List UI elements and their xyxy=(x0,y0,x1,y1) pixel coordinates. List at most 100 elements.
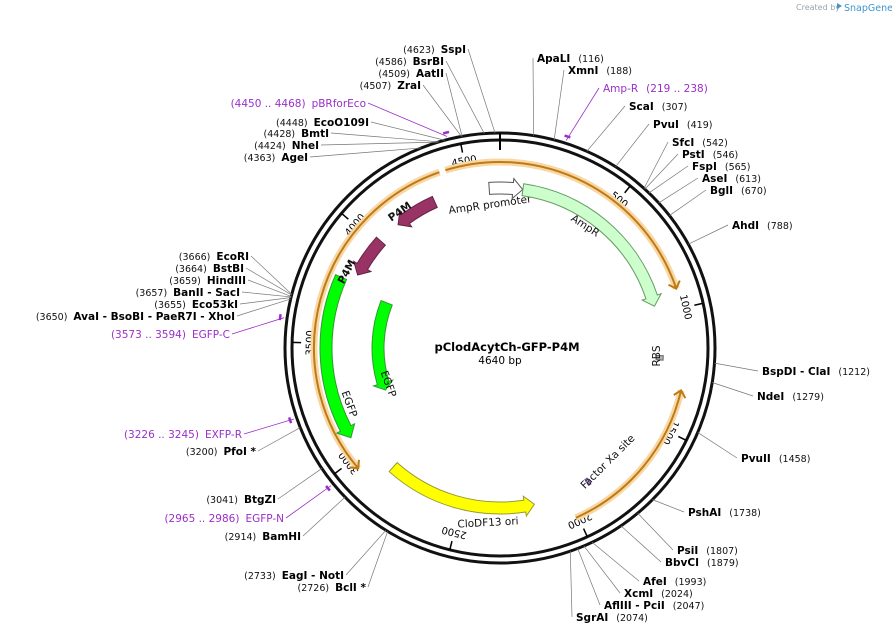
enzyme-name[interactable]: BanII - SacI xyxy=(173,287,240,299)
feature-rbs[interactable] xyxy=(655,354,664,361)
plasmid-length: 4640 bp xyxy=(478,355,522,367)
enzyme-name[interactable]: BclI * xyxy=(335,582,366,594)
enzyme-name[interactable]: ScaI xyxy=(629,101,654,113)
enzyme-position: (116) xyxy=(578,54,604,65)
enzyme-position: (1458) xyxy=(779,454,811,465)
enzyme-name[interactable]: AgeI xyxy=(281,152,308,164)
enzyme-leader-line xyxy=(577,548,601,606)
feature-egfp[interactable] xyxy=(371,299,394,391)
enzyme-name[interactable]: NdeI xyxy=(757,391,784,403)
primer-name[interactable]: EXFP-R xyxy=(205,429,242,441)
tick-mark xyxy=(694,302,704,306)
enzyme-name[interactable]: PvuI xyxy=(653,119,679,131)
enzyme-position: (4448) xyxy=(276,118,308,129)
enzyme-name[interactable]: AhdI xyxy=(732,220,759,232)
enzyme-name[interactable]: BsrBI xyxy=(413,56,444,68)
enzyme-name[interactable]: ZraI xyxy=(397,80,421,92)
primer-mark xyxy=(442,130,450,135)
enzyme-name[interactable]: SspI xyxy=(441,44,466,56)
enzyme-name[interactable]: AfeI xyxy=(643,576,667,588)
enzyme-name[interactable]: SfcI xyxy=(672,137,694,149)
primer-leader-line xyxy=(231,317,285,335)
enzyme-leader-line xyxy=(688,224,729,245)
feature-egfp[interactable] xyxy=(319,273,356,439)
enzyme-leader-line xyxy=(367,531,388,588)
primer-name[interactable]: pBRforEco xyxy=(312,98,366,110)
primer-leader-line xyxy=(285,485,332,519)
enzyme-name[interactable]: BstBI xyxy=(213,263,244,275)
enzyme-name[interactable]: FspI xyxy=(692,161,717,173)
feature-p4m[interactable] xyxy=(397,195,438,228)
enzyme-position: (4509) xyxy=(378,69,410,80)
feature-clodf13-ori[interactable] xyxy=(388,461,536,518)
primer-name[interactable]: EGFP-N xyxy=(245,513,284,525)
enzyme-leader-line xyxy=(330,132,440,143)
enzyme-position: (3659) xyxy=(169,276,201,287)
feature-ampr[interactable] xyxy=(521,183,663,307)
primer-range: (2965 .. 2986) xyxy=(164,513,239,525)
enzyme-position: (188) xyxy=(606,66,632,77)
enzyme-name[interactable]: HindIII xyxy=(207,275,246,287)
enzyme-name[interactable]: XmnI xyxy=(568,65,598,77)
enzyme-leader-line xyxy=(652,499,685,513)
tick-mark xyxy=(677,435,687,442)
enzyme-leader-line xyxy=(370,121,445,141)
enzyme-leader-line xyxy=(320,141,439,146)
enzyme-position: (1993) xyxy=(675,577,707,588)
feature-label: P4M xyxy=(336,258,359,286)
enzyme-name[interactable]: ApaLI xyxy=(537,53,570,65)
feature-label: AmpR promoter xyxy=(448,193,533,217)
enzyme-name[interactable]: EcoRI xyxy=(216,251,249,263)
enzyme-position: (613) xyxy=(735,174,761,185)
primer-range: (3573 .. 3594) xyxy=(111,329,186,341)
tick-mark xyxy=(460,143,464,153)
orf-arcs xyxy=(310,158,687,522)
enzyme-name[interactable]: EagI - NotI xyxy=(282,570,344,582)
enzyme-leader-line xyxy=(644,153,679,190)
enzyme-name[interactable]: NheI xyxy=(292,140,319,152)
enzyme-position: (2047) xyxy=(673,601,705,612)
primer-name[interactable]: Amp-R xyxy=(603,83,638,95)
tick-mark xyxy=(333,467,343,475)
enzyme-name[interactable]: PstI xyxy=(682,149,705,161)
plasmid-name: pClodAcytCh-GFP-P4M xyxy=(434,340,579,354)
enzyme-leader-line xyxy=(569,551,573,618)
enzyme-name[interactable]: AatII xyxy=(416,68,444,80)
enzyme-name[interactable]: Eco53kI xyxy=(192,299,238,311)
enzyme-name[interactable]: PshAI xyxy=(688,507,721,519)
enzyme-name[interactable]: SgrAI xyxy=(576,612,608,624)
enzyme-leader-line xyxy=(302,496,346,537)
primer-name[interactable]: EGFP-C xyxy=(192,329,230,341)
enzyme-name[interactable]: BmtI xyxy=(301,128,329,140)
enzyme-name[interactable]: EcoO109I xyxy=(314,117,369,129)
enzyme-leader-line xyxy=(422,84,462,137)
enzyme-name[interactable]: BglI xyxy=(710,185,733,197)
enzyme-name[interactable]: AflIII - PciI xyxy=(604,600,665,612)
enzyme-position: (2914) xyxy=(225,532,257,543)
feature-p4m[interactable] xyxy=(352,236,387,276)
enzyme-position: (1738) xyxy=(729,508,761,519)
feature-ampr-promoter[interactable] xyxy=(488,177,524,200)
enzyme-name[interactable]: AseI xyxy=(702,173,727,185)
enzyme-leader-line xyxy=(445,60,485,134)
credit-prefix: Created by xyxy=(796,3,840,12)
primer-range: (219 .. 238) xyxy=(646,83,708,95)
enzyme-leader-line xyxy=(615,123,650,167)
enzyme-name[interactable]: BamHI xyxy=(262,531,301,543)
enzyme-position: (565) xyxy=(725,162,751,173)
enzyme-name[interactable]: PsiI xyxy=(677,545,698,557)
enzyme-leader-line xyxy=(669,189,707,216)
enzyme-name[interactable]: PfoI * xyxy=(223,446,256,458)
enzyme-position: (3664) xyxy=(175,264,207,275)
feature-factor-xa-site[interactable] xyxy=(584,477,592,487)
enzyme-leader-line xyxy=(467,48,496,134)
enzyme-leader-line xyxy=(697,432,738,459)
enzyme-name[interactable]: BbvCI xyxy=(665,557,699,569)
orf-arrowhead xyxy=(668,280,681,290)
primer-range: (4450 .. 4468) xyxy=(231,98,306,110)
enzyme-name[interactable]: PvuII xyxy=(741,453,771,465)
enzyme-name[interactable]: BtgZI xyxy=(244,494,276,506)
enzyme-name[interactable]: AvaI - BsoBI - PaeR7I - XhoI xyxy=(73,311,235,323)
enzyme-name[interactable]: BspDI - ClaI xyxy=(762,366,830,378)
enzyme-name[interactable]: XcmI xyxy=(624,588,653,600)
